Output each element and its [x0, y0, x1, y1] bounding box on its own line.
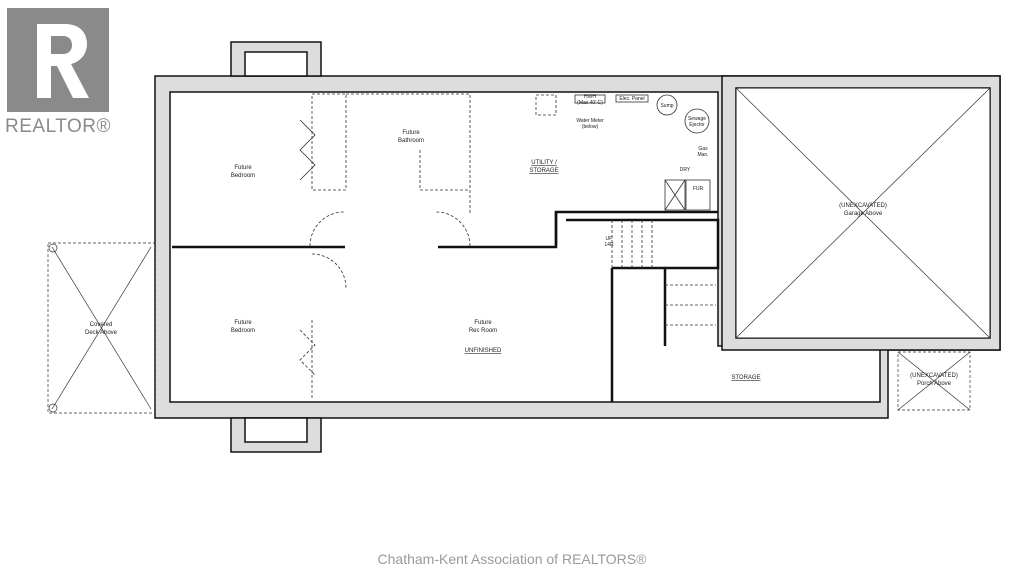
dryer-label: DRY: [680, 167, 691, 173]
water-meter-note: (below): [582, 124, 599, 130]
porch-label-1: (UNEXCAVATED): [910, 373, 958, 379]
stairs-risers-label: 14R: [604, 242, 614, 248]
gas-man-label: Man.: [697, 152, 708, 158]
hwh-note: (Max 40' C): [577, 100, 603, 106]
bedroom2-label-2: Bedroom: [231, 328, 255, 334]
bedroom1-label-1: Future: [234, 165, 252, 171]
realtor-wordmark: REALTOR®: [5, 116, 111, 137]
unfinished-label: UNFINISHED: [465, 348, 502, 354]
storage-label: STORAGE: [731, 375, 760, 381]
sump-label: Sump: [660, 103, 673, 109]
bathroom-label-1: Future: [402, 130, 420, 136]
deck-label-2: Deck Above: [85, 330, 118, 336]
deck-outline: [47, 242, 156, 414]
furnace-label: FUR: [693, 186, 704, 192]
gas-label: Gas: [698, 146, 708, 152]
porch-label-2: Porch Above: [917, 381, 952, 387]
rec-label-2: Rec Room: [469, 328, 497, 334]
garage-label-2: Garage Above: [844, 211, 883, 217]
bedroom1-label-2: Bedroom: [231, 173, 255, 179]
sewage-label: Sewage: [688, 116, 706, 122]
realtor-logo: [7, 8, 109, 112]
elec-panel-label: Elec. Panel: [619, 96, 644, 102]
rec-label-1: Future: [474, 320, 492, 326]
utility-label-1: UTILITY /: [531, 160, 557, 166]
water-meter-label: Water Meter: [576, 118, 604, 124]
garage-cross: [735, 87, 991, 339]
utility-label-2: STORAGE: [529, 168, 558, 174]
porch-outline: [897, 351, 971, 411]
hwh-label: HWH: [584, 94, 596, 100]
garage-label-1: (UNEXCAVATED): [839, 203, 887, 209]
stairs-up-label: UP: [606, 236, 614, 242]
bedroom2-label-1: Future: [234, 320, 252, 326]
ejector-label: Ejector: [689, 122, 705, 128]
footer-credit: Chatham-Kent Association of REALTORS®: [377, 551, 647, 567]
bathroom-label-2: Bathroom: [398, 138, 424, 144]
deck-label-1: Covered: [90, 322, 113, 328]
